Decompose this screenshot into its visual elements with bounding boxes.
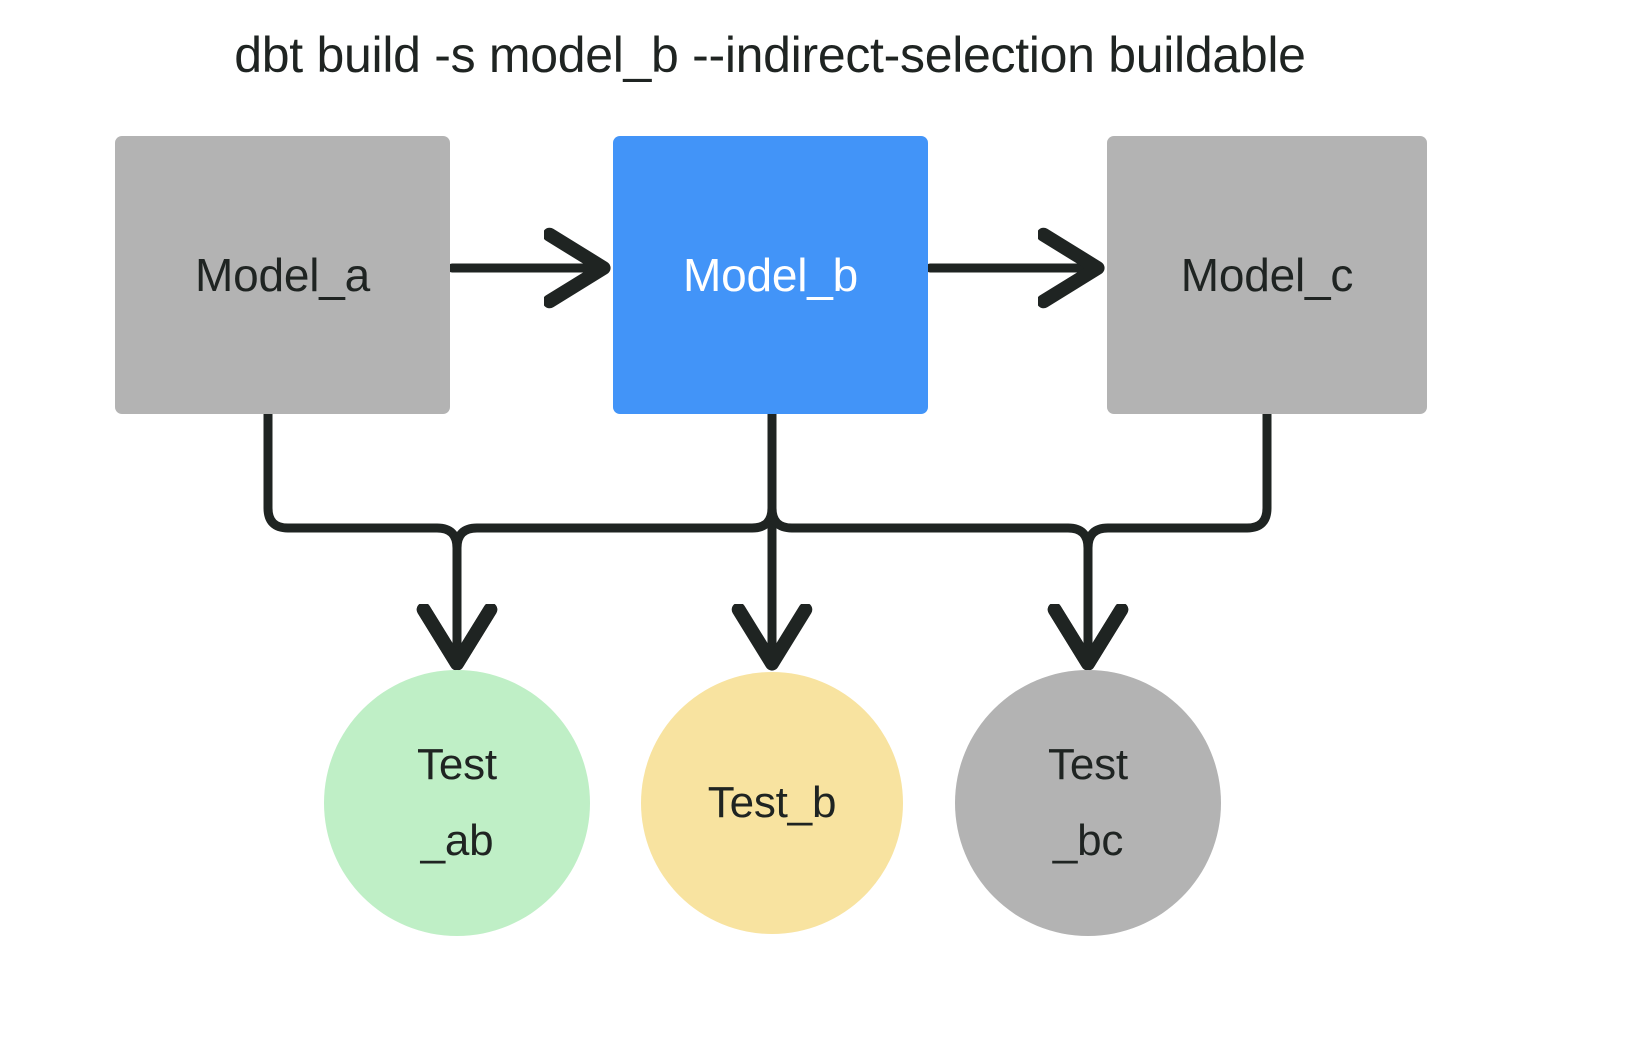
node-test-b[interactable]: Test_b — [641, 672, 903, 934]
edge-model-b-to-test-ab — [457, 409, 777, 660]
node-model-c-label: Model_c — [1180, 249, 1354, 301]
edge-model-a-to-test-ab — [263, 409, 457, 660]
node-test-ab[interactable]: Test _ab — [324, 670, 590, 936]
node-test-ab-label-line2: _ab — [420, 816, 494, 865]
node-test-bc[interactable]: Test _bc — [955, 670, 1221, 936]
node-model-c[interactable]: Model_c — [1107, 136, 1427, 414]
node-test-bc-label-line1: Test — [1048, 740, 1128, 790]
diagram-title: dbt build -s model_b --indirect-selectio… — [234, 27, 1306, 83]
edge-model-b-to-test-bc — [767, 409, 1088, 660]
node-model-b-label: Model_b — [682, 249, 859, 301]
node-model-a[interactable]: Model_a — [115, 136, 450, 414]
node-model-b[interactable]: Model_b — [613, 136, 928, 414]
node-test-ab-label-line1: Test — [417, 740, 497, 790]
node-test-bc-label-line2: _bc — [1052, 816, 1124, 865]
node-model-a-label: Model_a — [194, 249, 371, 301]
edge-model-c-to-test-bc — [1088, 409, 1272, 660]
node-test-b-label-line1: Test_b — [707, 777, 837, 827]
